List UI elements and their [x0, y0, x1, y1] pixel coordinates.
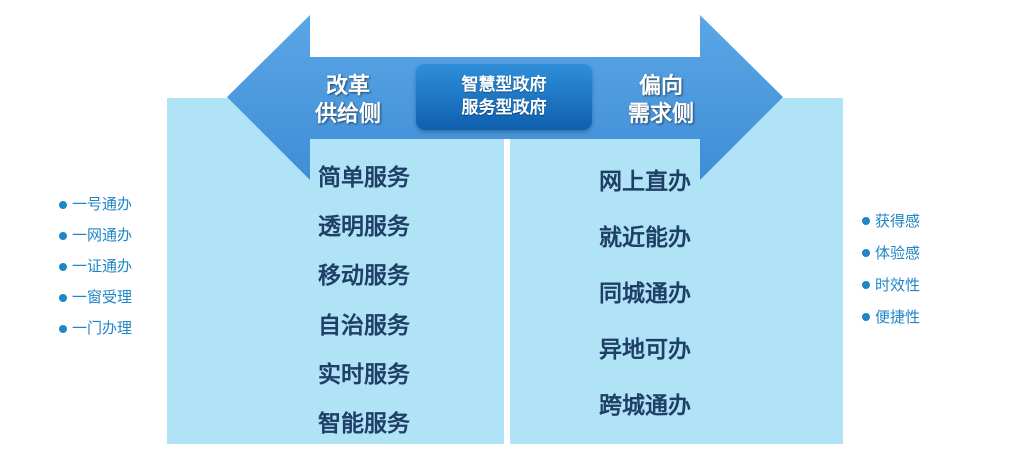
right-bullet-list: 获得感 体验感 时效性 便捷性	[862, 205, 920, 333]
right-service-item: 异地可办	[599, 337, 691, 363]
bullet-text: 便捷性	[875, 308, 921, 326]
bullet-dot-icon	[59, 294, 67, 302]
left-service-item: 智能服务	[318, 411, 410, 437]
bullet-text: 获得感	[875, 212, 921, 230]
left-title-line1: 改革	[325, 74, 370, 99]
left-bullet-list: 一号通办 一网通办 一证通办 一窗受理 一门办理	[59, 189, 132, 344]
right-service-item: 跨城通办	[599, 393, 691, 419]
bullet-text: 时效性	[875, 276, 921, 294]
bullet-text: 一证通办	[72, 257, 133, 275]
bullet-dot-icon	[59, 263, 67, 271]
right-service-item: 就近能办	[599, 225, 691, 251]
list-item: 一网通办	[59, 220, 132, 251]
left-service-item: 透明服务	[318, 214, 410, 240]
left-title-line2: 供给侧	[314, 102, 381, 127]
left-service-item: 移动服务	[318, 263, 410, 289]
left-service-item: 实时服务	[318, 362, 410, 388]
left-service-item: 简单服务	[318, 165, 410, 191]
list-item: 一门办理	[59, 313, 132, 344]
list-item: 获得感	[862, 205, 920, 237]
bullet-dot-icon	[862, 249, 870, 257]
list-item: 时效性	[862, 269, 920, 301]
list-item: 一窗受理	[59, 282, 132, 313]
right-arrow-title: 偏向 需求侧	[606, 73, 716, 129]
right-service-item: 同城通办	[599, 281, 691, 307]
bullet-dot-icon	[862, 281, 870, 289]
bullet-dot-icon	[59, 232, 67, 240]
bullet-text: 一网通办	[72, 226, 133, 244]
right-service-item: 网上直办	[599, 169, 691, 195]
bullet-dot-icon	[59, 201, 67, 209]
center-label-line1: 智慧型政府	[461, 75, 547, 95]
left-panel	[167, 98, 504, 444]
bullet-text: 体验感	[875, 244, 921, 262]
left-arrow-title: 改革 供给侧	[293, 73, 403, 129]
bullet-dot-icon	[59, 325, 67, 333]
bullet-text: 一号通办	[72, 195, 133, 213]
bullet-text: 一窗受理	[72, 288, 133, 306]
right-panel	[510, 98, 843, 444]
left-service-item: 自治服务	[318, 313, 410, 339]
center-label-line2: 服务型政府	[461, 98, 547, 118]
bullet-dot-icon	[862, 217, 870, 225]
list-item: 体验感	[862, 237, 920, 269]
list-item: 便捷性	[862, 301, 920, 333]
bullet-dot-icon	[862, 313, 870, 321]
bullet-text: 一门办理	[72, 319, 133, 337]
center-label-box: 智慧型政府 服务型政府	[416, 64, 592, 130]
right-title-line1: 偏向	[638, 74, 683, 99]
right-title-line2: 需求侧	[627, 102, 694, 127]
list-item: 一证通办	[59, 251, 132, 282]
list-item: 一号通办	[59, 189, 132, 220]
